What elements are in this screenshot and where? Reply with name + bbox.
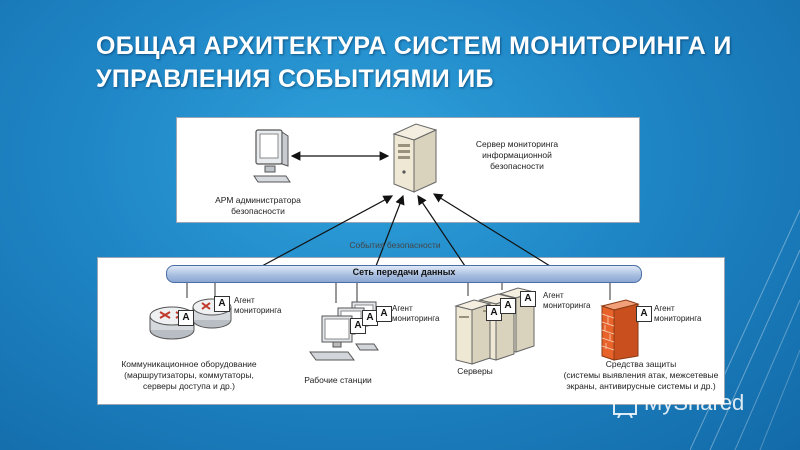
- comm-equipment-label: Коммуникационное оборудование (маршрутиз…: [104, 359, 274, 392]
- agent-label-comm-line1: Агент: [234, 296, 255, 305]
- agent-badge-srv-1: A: [486, 305, 502, 321]
- agent-label-fw: Агент мониторинга: [654, 304, 701, 324]
- server-label-line1: Сервер мониторинга: [475, 139, 559, 149]
- watermark-text: MyShared: [644, 390, 745, 415]
- protection-label: Средства защиты (системы выявления атак,…: [556, 359, 726, 392]
- monitoring-server-icon: [392, 123, 438, 193]
- agent-label-fw-line1: Агент: [654, 304, 675, 313]
- protection-label-line3: экраны, антивирусные системы и др.): [566, 381, 716, 391]
- events-label: События безопасности: [349, 240, 441, 250]
- agent-label-comm: Агент мониторинга: [234, 296, 281, 316]
- agent-badge-ws-3: A: [376, 306, 392, 322]
- admin-label-line2: безопасности: [231, 206, 285, 216]
- protection-label-line2: (системы выявления атак, межсетевые: [563, 370, 719, 380]
- servers-label: Серверы: [457, 366, 493, 376]
- agent-label-ws: Агент мониторинга: [392, 304, 439, 324]
- server-label: Сервер мониторинга информационной безопа…: [452, 139, 582, 172]
- firewall-icon: [600, 299, 640, 361]
- agent-badge-srv-3: A: [520, 291, 536, 307]
- agent-badge-fw: A: [636, 306, 652, 322]
- slide-title: ОБЩАЯ АРХИТЕКТУРА СИСТЕМ МОНИТОРИНГА И У…: [96, 30, 736, 96]
- server-label-line3: безопасности: [490, 161, 544, 171]
- slide-title-line2: УПРАВЛЕНИЯ СОБЫТИЯМИ ИБ: [96, 65, 494, 93]
- agent-badge-comm-2: A: [214, 296, 230, 312]
- agent-label-srv: Агент мониторинга: [543, 291, 590, 311]
- agent-label-srv-line1: Агент: [543, 291, 564, 300]
- admin-label-line1: АРМ администратора: [215, 195, 301, 205]
- agent-badge-srv-2: A: [500, 298, 516, 314]
- agent-label-ws-line1: Агент: [392, 304, 413, 313]
- comm-label-line2: (маршрутизаторы, коммутаторы,: [124, 370, 254, 380]
- protection-label-line1: Средства защиты: [605, 359, 677, 369]
- server-label-line2: информационной: [482, 150, 552, 160]
- slide-title-line1: ОБЩАЯ АРХИТЕКТУРА СИСТЕМ МОНИТОРИНГА И: [96, 32, 732, 60]
- decorative-lines: [690, 209, 800, 450]
- agent-badge-comm-1: A: [178, 310, 194, 326]
- agent-label-ws-line2: мониторинга: [392, 314, 440, 323]
- agent-label-fw-line2: мониторинга: [654, 314, 702, 323]
- bus-label: Сеть передачи данных: [352, 267, 456, 277]
- workstations-label: Рабочие станции: [304, 375, 372, 385]
- watermark-icon: [613, 393, 637, 418]
- admin-workstation-icon: [253, 129, 291, 183]
- agent-label-srv-line2: мониторинга: [543, 301, 591, 310]
- comm-label-line3: серверы доступа и др.): [143, 381, 235, 391]
- network-bus: Сеть передачи данных: [166, 265, 642, 283]
- comm-label-line1: Коммуникационное оборудование: [121, 359, 257, 369]
- admin-label: АРМ администратора безопасности: [198, 195, 318, 217]
- agent-label-comm-line2: мониторинга: [234, 306, 282, 315]
